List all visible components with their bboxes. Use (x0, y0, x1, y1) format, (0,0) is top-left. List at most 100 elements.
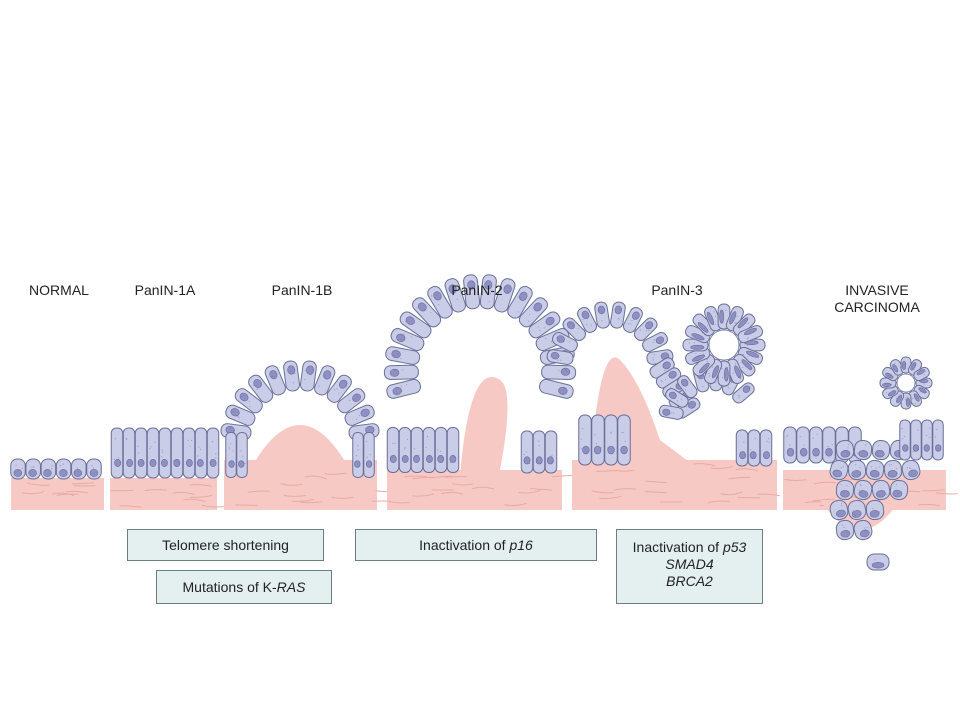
nucleus (923, 444, 930, 452)
epithelial-cell (883, 459, 903, 481)
epithelial-cell (352, 432, 364, 478)
nucleus (437, 455, 445, 463)
nucleus (742, 385, 751, 393)
nucleus (209, 459, 217, 467)
epithelial-cell (398, 427, 412, 473)
epithelial-cell (665, 388, 689, 408)
epithelial-cell (528, 311, 561, 339)
nucleus (887, 470, 898, 478)
epithelial-cell (835, 439, 855, 461)
epithelial-cell (747, 429, 761, 467)
nucleus (230, 408, 240, 417)
epithelial-cell (604, 414, 618, 466)
epithelial-cell (344, 404, 375, 426)
nucleus (418, 302, 427, 312)
epithelial-cell (853, 519, 873, 541)
nucleus (161, 459, 168, 467)
epithelial-cell (170, 427, 184, 479)
epithelial-cell (622, 307, 643, 333)
nucleus (840, 450, 851, 458)
epithelial-cell (871, 439, 891, 461)
nucleus (173, 459, 181, 467)
nucleus (859, 529, 870, 538)
epithelial-cell (479, 274, 497, 310)
nucleus (597, 305, 606, 315)
epithelial-cell (913, 366, 930, 382)
epithelial-cell (847, 499, 867, 521)
nucleus (73, 469, 83, 477)
nucleus (593, 445, 602, 455)
epithelial-cell (704, 358, 723, 385)
nucleus (426, 455, 433, 463)
epithelium-panin-1b (220, 360, 380, 478)
epithelial-cell (25, 458, 41, 480)
epithelial-cell (737, 325, 764, 344)
epithelial-cell (386, 427, 400, 473)
nucleus (668, 391, 677, 399)
nucleus (840, 530, 851, 538)
epithelial-cell (86, 458, 102, 480)
nucleus (887, 390, 897, 397)
epithelial-cell (337, 388, 366, 414)
epithelial-cell (532, 430, 546, 474)
stage-label-panin-1b: PanIN-1B (271, 282, 333, 298)
stage-label-panin-3: PanIN-3 (651, 282, 703, 298)
nucleus (874, 449, 885, 458)
epithelial-cell (684, 325, 711, 344)
epithelial-cell (866, 553, 890, 571)
epithelial-cell (194, 427, 208, 479)
stroma-panin-1b (224, 460, 398, 510)
nucleus (519, 291, 528, 301)
epithelial-cell (882, 384, 899, 400)
epithelial-cell (182, 427, 196, 479)
nucleus (645, 321, 654, 330)
epithelial-cell (225, 432, 237, 478)
stage-label-invasive-carcinoma: INVASIVE CARCINOMA (834, 282, 920, 315)
nucleus (614, 305, 623, 315)
epithelial-cell (544, 430, 558, 474)
nucleus (287, 365, 296, 375)
nucleus (655, 336, 665, 345)
epithelium-panin-1a (110, 427, 220, 479)
epithelial-cell (633, 317, 658, 342)
nucleus (763, 451, 770, 460)
stage-label-panin-1a: PanIN-1A (134, 282, 196, 298)
nucleus (869, 470, 880, 478)
nucleus (912, 444, 920, 452)
epithelial-cell (796, 426, 810, 464)
nucleus (885, 372, 894, 379)
epithelial-cell (264, 365, 286, 396)
nucleus (185, 459, 193, 467)
stage-label-normal: NORMAL (29, 282, 89, 298)
epithelial-cell (692, 313, 716, 337)
epithelial-cell (901, 459, 921, 481)
epithelial-cell (463, 274, 481, 310)
nucleus (545, 316, 555, 326)
nucleus (800, 447, 808, 457)
nucleus (832, 469, 843, 478)
nucleus (582, 445, 590, 455)
epithelial-cell (386, 378, 421, 399)
nucleus (737, 317, 749, 329)
epithelial-cell (735, 429, 749, 467)
epithelial-cell (422, 427, 436, 473)
epithelial-cell (412, 297, 442, 328)
nucleus (851, 510, 862, 518)
epithelial-cell (829, 499, 849, 521)
nucleus (882, 382, 892, 388)
epithelial-cell (146, 427, 160, 479)
gland-ring-invasive (879, 356, 933, 410)
nucleus (13, 469, 23, 477)
nucleus (935, 444, 942, 452)
epithelial-cell (594, 301, 610, 329)
epithelial-cell (921, 419, 933, 461)
epithelial-cell (225, 404, 256, 426)
epithelial-cell (649, 357, 675, 379)
nucleus (28, 469, 37, 477)
stroma-panin-1a (110, 478, 224, 510)
nucleus (126, 459, 134, 467)
epithelial-cell (577, 307, 598, 333)
nucleus (114, 459, 122, 467)
nucleus (812, 447, 820, 457)
nucleus (719, 309, 725, 324)
